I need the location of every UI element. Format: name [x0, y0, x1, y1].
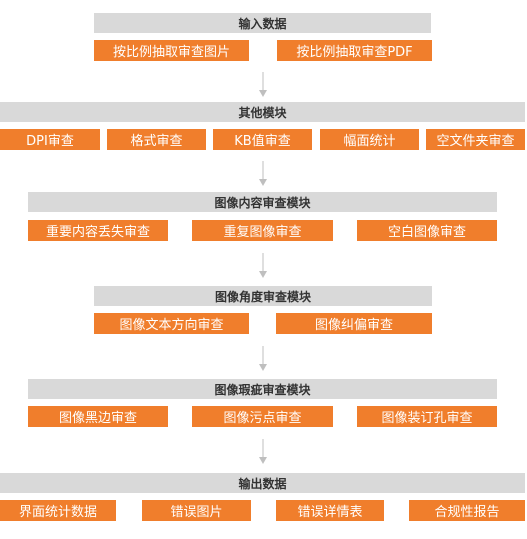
box-text-direction-check: 图像文本方向审查 — [94, 313, 249, 334]
box-dpi-check: DPI审查 — [0, 129, 100, 150]
box-content-loss-check: 重要内容丢失审查 — [28, 220, 168, 241]
box-sample-images: 按比例抽取审查图片 — [94, 40, 249, 61]
box-blank-check: 空白图像审查 — [357, 220, 497, 241]
box-size-stats: 幅面统计 — [320, 129, 419, 150]
arrow-down-icon — [256, 161, 270, 187]
arrow-down-icon — [256, 72, 270, 98]
box-sample-pdf: 按比例抽取审查PDF — [277, 40, 432, 61]
arrow-down-icon — [256, 346, 270, 372]
box-binding-hole-check: 图像装订孔审查 — [357, 406, 497, 427]
box-black-border-check: 图像黑边审查 — [28, 406, 168, 427]
box-stain-check: 图像污点审查 — [192, 406, 333, 427]
section-header-defect: 图像瑕疵审查模块 — [28, 379, 497, 399]
arrow-down-icon — [256, 439, 270, 465]
section-header-content: 图像内容审查模块 — [28, 192, 497, 212]
box-empty-folder-check: 空文件夹审查 — [426, 129, 525, 150]
box-compliance-report: 合规性报告 — [409, 500, 525, 521]
section-header-angle: 图像角度审查模块 — [94, 286, 432, 306]
box-ui-stats: 界面统计数据 — [0, 500, 116, 521]
arrow-down-icon — [256, 253, 270, 279]
box-error-images: 错误图片 — [142, 500, 251, 521]
section-header-other: 其他模块 — [0, 102, 525, 122]
section-header-input: 输入数据 — [94, 13, 431, 33]
box-deskew-check: 图像纠偏审查 — [276, 313, 432, 334]
box-error-detail-table: 错误详情表 — [276, 500, 384, 521]
section-header-output: 输出数据 — [0, 473, 525, 493]
box-format-check: 格式审查 — [107, 129, 206, 150]
box-kb-check: KB值审查 — [213, 129, 312, 150]
box-duplicate-check: 重复图像审查 — [192, 220, 333, 241]
